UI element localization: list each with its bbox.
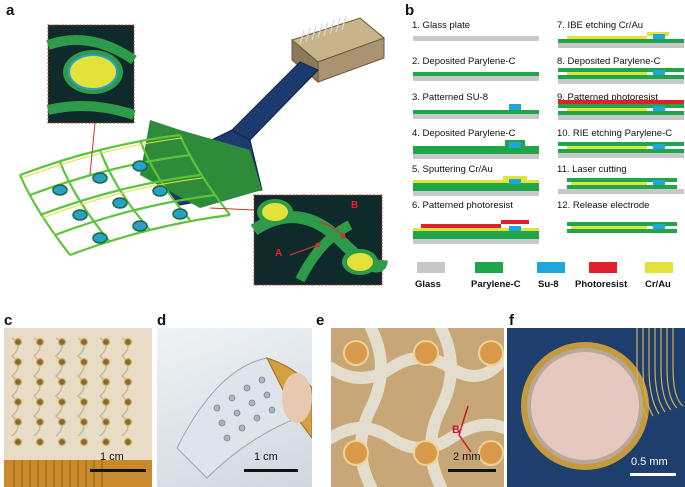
step-3-label: 3. Patterned SU-8 bbox=[412, 92, 489, 103]
legend-swatch-parylene bbox=[475, 262, 503, 273]
step-6-label: 6. Patterned photoresist bbox=[412, 200, 513, 211]
step-11-diagram bbox=[558, 178, 684, 194]
zoom-inset-interconnect bbox=[209, 194, 388, 286]
legend-su8-label: Su-8 bbox=[538, 279, 559, 290]
step-10-label: 10. RIE etching Parylene-C bbox=[557, 128, 673, 139]
panel-label-f: f bbox=[509, 312, 514, 329]
panel-label-b: b bbox=[405, 2, 415, 19]
photo-d-graphic bbox=[176, 357, 312, 479]
scalebar-e-label: 2 mm bbox=[453, 451, 481, 463]
marker-b-label: B bbox=[351, 200, 359, 211]
step-1-label: 1. Glass plate bbox=[412, 20, 471, 31]
scalebar-c bbox=[90, 469, 146, 472]
flex-cable-upper bbox=[231, 61, 319, 141]
legend-glass-label: Glass bbox=[415, 279, 441, 290]
panel-label-d: d bbox=[157, 312, 167, 329]
scalebar-c-label: 1 cm bbox=[100, 451, 124, 463]
step-7-label: 7. IBE etching Cr/Au bbox=[557, 20, 644, 31]
step-4-diagram bbox=[413, 140, 539, 159]
marker-b-label-e: B bbox=[452, 424, 460, 436]
step-7-diagram bbox=[558, 32, 684, 48]
photo-f-electrode bbox=[507, 328, 685, 487]
panel-label-a: a bbox=[6, 2, 15, 19]
step-4-label: 4. Deposited Parylene-C bbox=[412, 128, 516, 139]
scalebar-e bbox=[448, 469, 496, 472]
step-5-label: 5. Sputtering Cr/Au bbox=[412, 164, 493, 175]
step-10-diagram bbox=[558, 142, 684, 158]
flex-transition bbox=[140, 120, 262, 208]
step-2-label: 2. Deposited Parylene-C bbox=[412, 56, 516, 67]
mesh-array bbox=[18, 133, 231, 257]
step-6-diagram bbox=[413, 220, 539, 244]
legend-swatch-glass bbox=[417, 262, 445, 273]
legend-parylene-label: Parylene-C bbox=[471, 279, 521, 290]
photo-c-array bbox=[4, 328, 152, 487]
step-1-diagram bbox=[413, 36, 539, 41]
legend-swatch-su8 bbox=[537, 262, 565, 273]
legend-swatches bbox=[417, 262, 673, 273]
device-illustration bbox=[18, 15, 388, 286]
step-8-label: 8. Deposited Parylene-C bbox=[557, 56, 661, 67]
step-9-diagram bbox=[558, 100, 684, 120]
legend-crau-label: Cr/Au bbox=[645, 279, 671, 290]
process-diagrams bbox=[413, 32, 684, 273]
step-2-diagram bbox=[413, 72, 539, 81]
scalebar-d-label: 1 cm bbox=[254, 451, 278, 463]
photo-c-graphic bbox=[4, 337, 152, 487]
marker-a-label: A bbox=[275, 248, 283, 259]
step-8-diagram bbox=[558, 68, 684, 84]
step-11-label: 11. Laser cutting bbox=[557, 164, 627, 175]
photo-d-bent bbox=[157, 328, 312, 487]
photo-e-micro bbox=[331, 328, 504, 487]
step-9-label: 9. Patterned photoresist bbox=[557, 92, 658, 103]
legend-swatch-crau bbox=[645, 262, 673, 273]
scalebar-d bbox=[244, 469, 298, 472]
photo-f-graphic bbox=[521, 328, 684, 470]
panel-label-c: c bbox=[4, 312, 13, 329]
panel-label-e: e bbox=[316, 312, 325, 329]
legend-swatch-photoresist bbox=[589, 262, 617, 273]
scalebar-f bbox=[630, 473, 676, 476]
scalebar-f-label: 0.5 mm bbox=[631, 456, 668, 468]
step-12-diagram bbox=[567, 222, 677, 233]
zoom-inset-electrode bbox=[46, 24, 137, 176]
legend-photoresist-label: Photoresist bbox=[575, 279, 628, 290]
step-12-label: 12. Release electrode bbox=[557, 200, 650, 211]
step-5-diagram bbox=[413, 176, 539, 196]
step-3-diagram bbox=[413, 104, 539, 119]
photo-e-graphic bbox=[331, 328, 504, 487]
